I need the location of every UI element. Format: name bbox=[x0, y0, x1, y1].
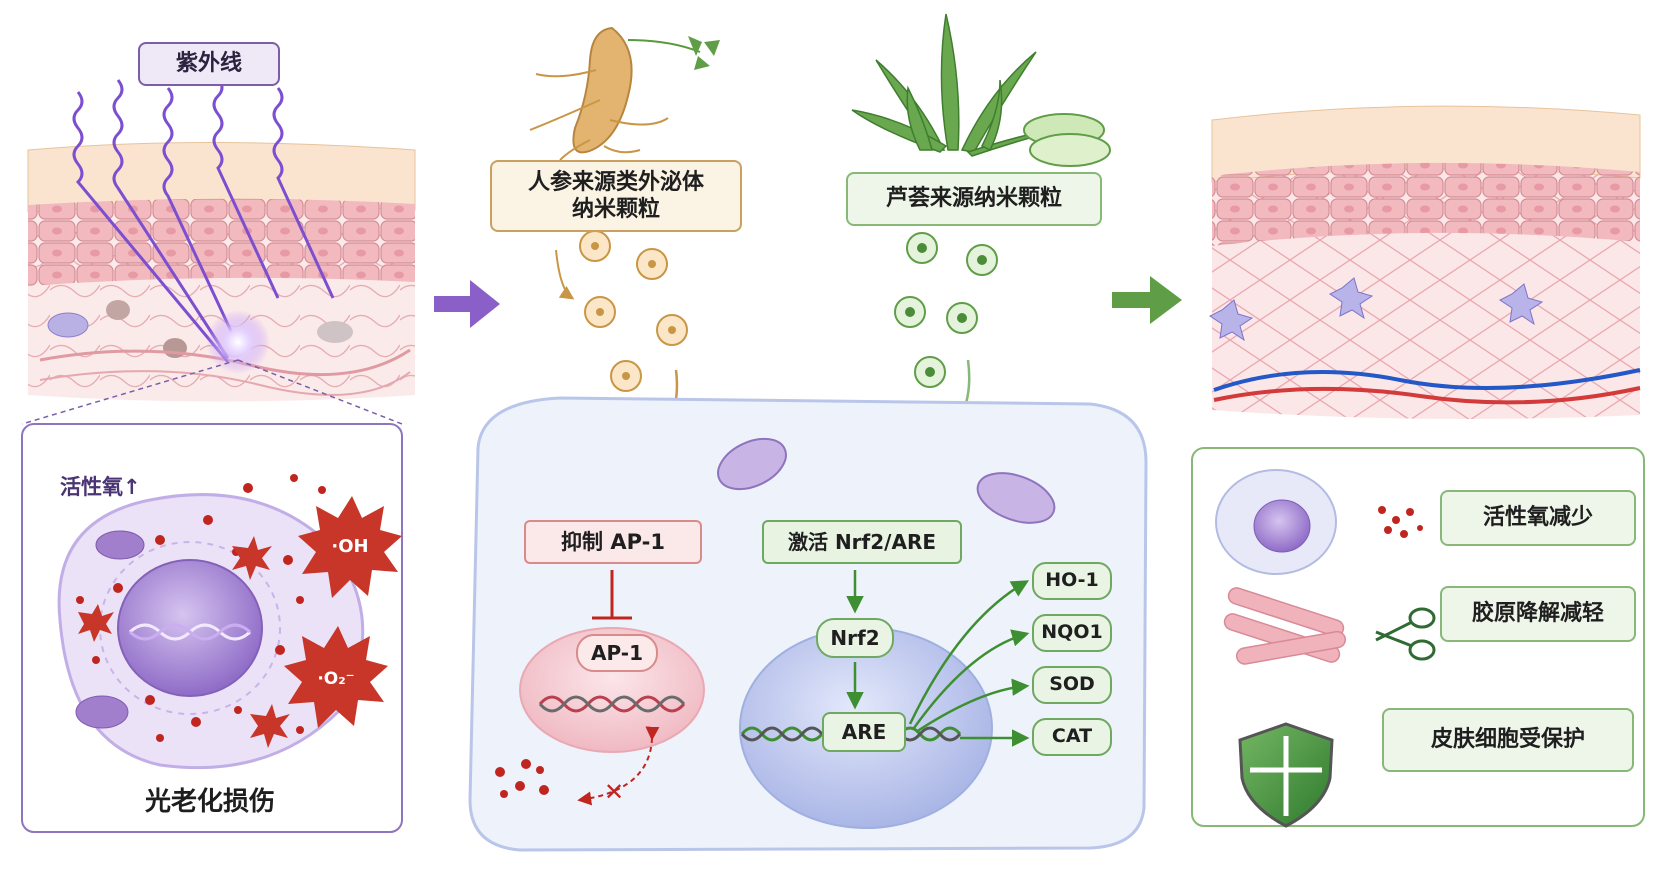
block-mark: ✕ bbox=[604, 778, 624, 806]
ginseng-root-illustration bbox=[529, 26, 720, 161]
blocked-ros-arrow bbox=[577, 726, 660, 806]
ap1-label: AP-1 bbox=[576, 634, 658, 672]
result-collagen-protected: 胶原降解减轻 bbox=[1440, 586, 1636, 642]
ros-particles bbox=[495, 759, 549, 798]
mitochondria-icon bbox=[75, 695, 129, 729]
are-gene-arrows bbox=[908, 580, 1030, 747]
oh-radical-burst bbox=[298, 496, 402, 598]
shield-icon bbox=[1238, 722, 1334, 828]
are-label: ARE bbox=[822, 712, 906, 752]
purple-arrow bbox=[434, 280, 500, 328]
uv-impact-flash bbox=[206, 310, 270, 374]
o2-radical-burst bbox=[284, 626, 388, 728]
oh-label: ·OH bbox=[331, 536, 368, 557]
result-ros-reduced: 活性氧减少 bbox=[1440, 490, 1636, 546]
dna-helix-icon bbox=[538, 695, 686, 713]
activate-nrf2-label: 激活 Nrf2/ARE bbox=[762, 520, 962, 564]
ros-increase-label: 活性氧↑ bbox=[60, 474, 141, 499]
dna-helix-icon bbox=[740, 726, 962, 742]
collagen-fibers bbox=[1223, 587, 1347, 665]
ginseng-entry-arrow bbox=[555, 249, 575, 300]
gene-cat-label: CAT bbox=[1032, 718, 1112, 756]
aloe-plant-illustration bbox=[851, 13, 1073, 157]
ros-particles bbox=[1378, 506, 1423, 538]
photoaging-label: 光老化损伤 bbox=[144, 786, 275, 817]
uv-label: 紫外线 bbox=[138, 42, 280, 86]
inhibit-ap1-label: 抑制 AP-1 bbox=[524, 520, 702, 564]
scissors-icon bbox=[1375, 607, 1436, 661]
green-arrow bbox=[1112, 276, 1182, 324]
result-cells-protected: 皮肤细胞受保护 bbox=[1382, 708, 1634, 772]
mitochondria-icon bbox=[95, 530, 145, 560]
healthy-skin-illustration bbox=[1209, 105, 1641, 419]
mitochondria-icon bbox=[717, 437, 1056, 524]
ros-burst-small bbox=[78, 536, 290, 748]
zoom-line-left bbox=[21, 359, 239, 425]
damaged-skin-illustration bbox=[27, 142, 416, 402]
aloe-nanoparticle-label: 芦荟来源纳米颗粒 bbox=[846, 172, 1102, 226]
zoom-line-right bbox=[237, 359, 403, 425]
ginseng-label-line2: 纳米颗粒 bbox=[571, 197, 660, 222]
aloe-nanoparticles bbox=[864, 232, 998, 478]
gene-ho1-label: HO-1 bbox=[1032, 562, 1112, 600]
gene-nqo1-label: NQO1 bbox=[1032, 614, 1112, 652]
o2-label: ·O₂⁻ bbox=[317, 669, 354, 689]
ginseng-nanoparticle-label: 人参来源类外泌体 纳米颗粒 bbox=[490, 160, 742, 232]
nrf2-label: Nrf2 bbox=[816, 618, 894, 658]
uv-rays bbox=[72, 77, 335, 363]
healthy-cell bbox=[1215, 469, 1337, 575]
ginseng-label-line1: 人参来源类外泌体 bbox=[527, 169, 704, 195]
gene-sod-label: SOD bbox=[1032, 666, 1112, 704]
aloe-slices bbox=[1023, 113, 1111, 167]
